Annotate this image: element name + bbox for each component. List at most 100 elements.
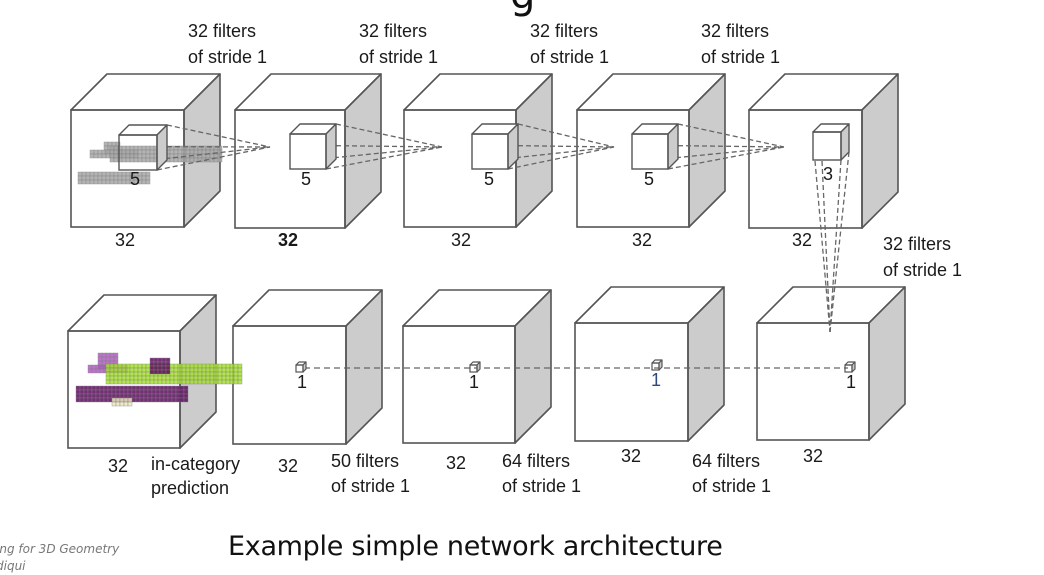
pred-voxel-fuselage-voxel bbox=[206, 372, 210, 376]
pred-voxel-fuselage-voxel bbox=[202, 372, 206, 376]
pred-voxel-wing-top-voxel bbox=[166, 362, 170, 366]
top-kernel-cube-3-front bbox=[472, 134, 508, 169]
input-voxel-fuselage-voxel bbox=[190, 158, 194, 162]
pred-voxel-wing-voxel bbox=[164, 398, 168, 402]
input-voxel-wing-front-voxel bbox=[98, 176, 102, 180]
pred-voxel-wing-voxel bbox=[140, 390, 144, 394]
down-filter-label-line1: 32 filters bbox=[883, 234, 951, 254]
pred-voxel-wing-voxel bbox=[156, 394, 160, 398]
pred-voxel-wing-voxel bbox=[152, 386, 156, 390]
pred-voxel-wing-voxel bbox=[164, 386, 168, 390]
input-voxel-fuselage-voxel bbox=[174, 150, 178, 154]
pred-voxel-wing-voxel bbox=[148, 398, 152, 402]
input-voxel-wing-back-voxel bbox=[90, 154, 94, 158]
pred-voxel-fuselage-voxel bbox=[126, 376, 130, 380]
input-voxel-wing-front-voxel bbox=[86, 176, 90, 180]
pred-voxel-fuselage-voxel bbox=[146, 364, 150, 368]
pred-voxel-fuselage-voxel bbox=[158, 376, 162, 380]
top-kernel-label-5: 3 bbox=[823, 164, 833, 184]
pred-voxel-wing-voxel bbox=[128, 394, 132, 398]
pred-voxel-wing-voxel bbox=[144, 398, 148, 402]
pred-voxel-wing-top-voxel bbox=[166, 358, 170, 362]
pred-voxel-fuselage-voxel bbox=[178, 368, 182, 372]
footer-line-1: ing for 3D Geometry bbox=[0, 541, 119, 558]
pred-voxel-fuselage-voxel bbox=[174, 376, 178, 380]
pred-voxel-gear-voxel bbox=[124, 402, 128, 406]
pred-voxel-wing-voxel bbox=[108, 394, 112, 398]
pred-voxel-wing-top-voxel bbox=[154, 370, 158, 374]
pred-voxel-wing-voxel bbox=[76, 394, 80, 398]
slide-footer: ing for 3D Geometry diqui bbox=[0, 541, 119, 575]
input-voxel-wing-front-voxel bbox=[110, 176, 114, 180]
bottom-size-label-3: 32 bbox=[446, 453, 466, 473]
pred-voxel-fuselage-voxel bbox=[134, 364, 138, 368]
bottom-cube-4 bbox=[575, 287, 724, 441]
input-voxel-fuselage-voxel bbox=[190, 150, 194, 154]
pred-voxel-fuselage-voxel bbox=[190, 364, 194, 368]
pred-voxel-wing-voxel bbox=[96, 386, 100, 390]
pred-voxel-wing-voxel bbox=[180, 386, 184, 390]
pred-voxel-fuselage-voxel bbox=[174, 380, 178, 384]
pred-voxel-wing-voxel bbox=[136, 394, 140, 398]
pred-voxel-fuselage-voxel bbox=[190, 376, 194, 380]
pred-voxel-fuselage-voxel bbox=[126, 372, 130, 376]
top-size-label-5: 32 bbox=[792, 230, 812, 250]
pred-voxel-wing-voxel bbox=[104, 398, 108, 402]
pred-voxel-wing-voxel bbox=[152, 394, 156, 398]
input-voxel-wing-back-voxel bbox=[106, 154, 110, 158]
pred-voxel-wing-voxel bbox=[104, 394, 108, 398]
pred-voxel-gear-voxel bbox=[112, 402, 116, 406]
pred-voxel-wing-voxel bbox=[160, 390, 164, 394]
pred-voxel-gear-voxel bbox=[116, 402, 120, 406]
input-voxel-fuselage-voxel bbox=[110, 150, 114, 154]
pred-voxel-wing-voxel bbox=[132, 398, 136, 402]
input-voxel-fuselage-voxel bbox=[170, 158, 174, 162]
pred-voxel-wing-voxel bbox=[184, 398, 188, 402]
pred-voxel-wing-voxel bbox=[104, 390, 108, 394]
pred-voxel-stabilizer-voxel bbox=[88, 369, 92, 373]
pred-voxel-fuselage-voxel bbox=[154, 376, 158, 380]
pred-voxel-fuselage-voxel bbox=[222, 380, 226, 384]
pred-voxel-wing-top-voxel bbox=[154, 362, 158, 366]
pred-voxel-fuselage-voxel bbox=[234, 380, 238, 384]
bottom-kernel-cube-4 bbox=[652, 360, 662, 370]
input-voxel-wing-front-voxel bbox=[94, 180, 98, 184]
pred-voxel-wing-voxel bbox=[176, 398, 180, 402]
pred-voxel-wing-top-voxel bbox=[158, 362, 162, 366]
slide-caption: Example simple network architecture bbox=[228, 531, 723, 562]
pred-voxel-stabilizer-voxel bbox=[96, 369, 100, 373]
pred-voxel-fuselage-voxel bbox=[206, 380, 210, 384]
pred-voxel-fuselage-voxel bbox=[134, 376, 138, 380]
input-voxel-wing-front-voxel bbox=[142, 176, 146, 180]
bottom-kernel-label-3: 1 bbox=[469, 372, 479, 392]
pred-voxel-wing-top-voxel bbox=[162, 366, 166, 370]
pred-voxel-gear-voxel bbox=[128, 398, 132, 402]
pred-voxel-fuselage-voxel bbox=[190, 368, 194, 372]
bottom-size-label-4: 32 bbox=[621, 446, 641, 466]
pred-voxel-fuselage-voxel bbox=[106, 380, 110, 384]
pred-voxel-tail-voxel bbox=[102, 361, 106, 365]
bottom-filter-label-1-line2: of stride 1 bbox=[331, 476, 410, 496]
pred-voxel-stabilizer-voxel bbox=[92, 365, 96, 369]
pred-voxel-wing-voxel bbox=[176, 386, 180, 390]
bottom-size-label-2: 32 bbox=[278, 456, 298, 476]
pred-voxel-fuselage-voxel bbox=[178, 376, 182, 380]
input-voxel-fuselage-voxel bbox=[170, 150, 174, 154]
pred-voxel-wing-voxel bbox=[92, 394, 96, 398]
input-voxel-wing-back-voxel bbox=[94, 154, 98, 158]
input-voxel-fuselage-voxel bbox=[110, 154, 114, 158]
pred-voxel-wing-voxel bbox=[120, 394, 124, 398]
pred-voxel-fuselage-voxel bbox=[178, 380, 182, 384]
input-voxel-wing-front-voxel bbox=[146, 180, 150, 184]
pred-voxel-wing-top-voxel bbox=[150, 366, 154, 370]
input-voxel-fuselage-voxel bbox=[186, 150, 190, 154]
input-voxel-wing-front-voxel bbox=[90, 180, 94, 184]
pred-voxel-fuselage-voxel bbox=[214, 372, 218, 376]
input-voxel-fuselage-voxel bbox=[114, 146, 118, 150]
pred-voxel-wing-voxel bbox=[80, 398, 84, 402]
top-kernel-cube-5 bbox=[813, 124, 849, 160]
pred-voxel-wing-voxel bbox=[172, 390, 176, 394]
pred-voxel-fuselage-voxel bbox=[186, 364, 190, 368]
pred-voxel-fuselage-voxel bbox=[126, 364, 130, 368]
pred-voxel-fuselage-voxel bbox=[130, 368, 134, 372]
